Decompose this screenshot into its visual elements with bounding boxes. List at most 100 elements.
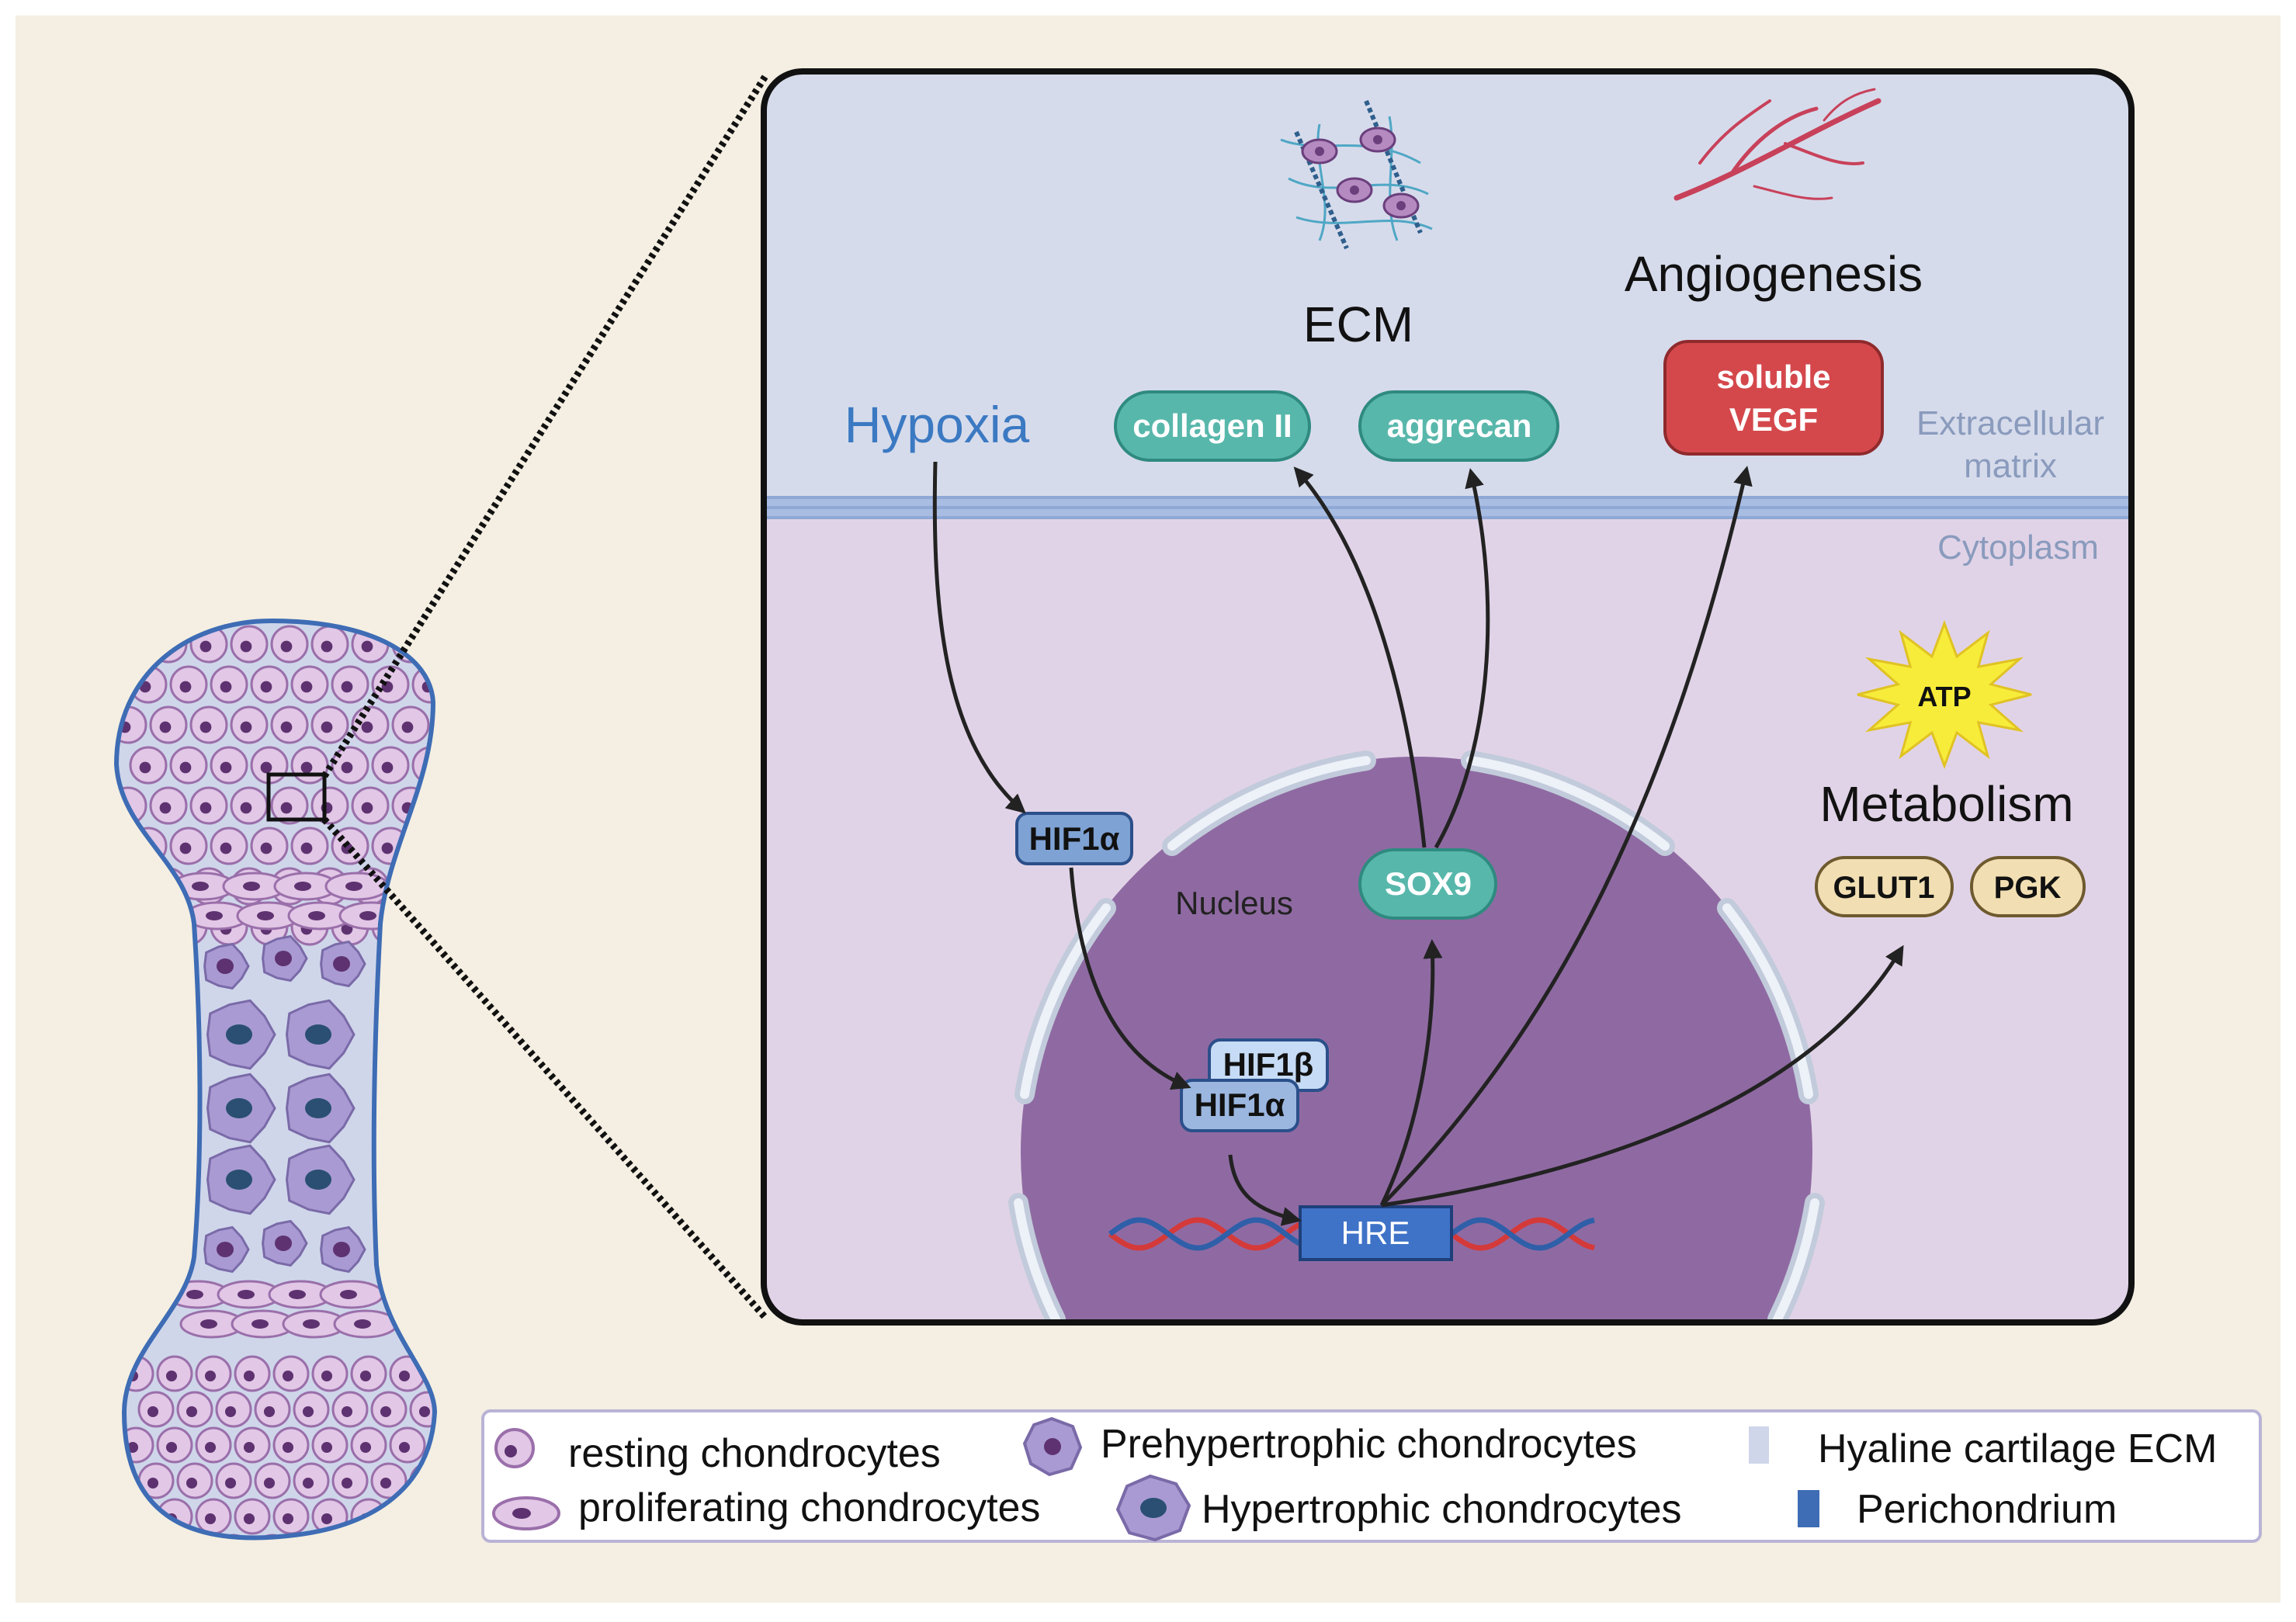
legend-perichondrium-label: Perichondrium: [1857, 1487, 2117, 1532]
hypertrophic-chondrocyte: [285, 999, 355, 1070]
resting-chondrocyte: [270, 705, 309, 744]
zoom-box: [266, 772, 327, 822]
resting-chondrocyte: [391, 705, 430, 744]
hypertrophic-chondrocyte: [285, 1073, 355, 1144]
resting-chondrocyte: [331, 665, 369, 704]
resting-chondrocyte: [195, 1498, 232, 1535]
arrow-sox9-aggrecan: [1434, 468, 1490, 849]
resting-chondrocyte: [254, 1391, 291, 1428]
arrow-hif1a-complex: [1069, 867, 1191, 1090]
hif1a-cytoplasm-node: HIF1α: [1015, 812, 1133, 865]
resting-chondrocyte: [234, 1498, 271, 1535]
hif1a-nucleus-label: HIF1α: [1195, 1087, 1285, 1123]
legend-resting-label: resting chondrocytes: [568, 1431, 941, 1476]
resting-chondrocyte: [156, 1426, 193, 1464]
resting-chondrocyte: [169, 665, 208, 704]
sox9-node: SOX9: [1358, 848, 1497, 920]
resting-chondrocyte: [149, 786, 188, 825]
legend-item-proliferating: proliferating chondrocytes: [492, 1485, 1040, 1530]
hyaline-ecm-swatch: [1749, 1426, 1769, 1464]
cytoplasm-label: Cytoplasm: [1937, 529, 2099, 567]
resting-chondrocyte: [311, 1355, 349, 1392]
hif1a-nucleus-node: HIF1α: [1180, 1079, 1299, 1132]
resting-chondrocyte: [129, 746, 168, 785]
resting-chondrocyte: [230, 625, 269, 664]
hypertrophic-chondrocyte: [285, 1144, 355, 1215]
atp-burst: ATP: [1857, 619, 2032, 770]
resting-chondrocyte: [230, 786, 269, 825]
metabolism-title: Metabolism: [1819, 776, 2073, 832]
arrow-hypoxia-hif1a: [932, 461, 1026, 814]
proliferating-chondrocyte: [319, 1280, 384, 1309]
legend-hyaline-label: Hyaline cartilage ECM: [1818, 1426, 2217, 1471]
resting-chondrocyte: [350, 1355, 387, 1392]
proliferating-chondrocyte: [222, 872, 287, 901]
resting-chondrocyte: [210, 827, 248, 865]
resting-chondrocyte: [350, 1426, 387, 1464]
legend: resting chondrocytes proliferating chond…: [481, 1409, 2262, 1543]
hre-node: HRE: [1299, 1205, 1453, 1261]
aggrecan-node: aggrecan: [1358, 390, 1559, 462]
hif1b-node: HIF1β: [1208, 1038, 1329, 1092]
proliferating-chondrocyte: [179, 1309, 245, 1339]
cell-panel: ECM Angiogenesis Hypoxia Extracellular m…: [761, 68, 2135, 1326]
resting-chondrocyte: [310, 786, 349, 825]
nucleus-label: Nucleus: [1175, 885, 1293, 921]
resting-chondrocyte: [210, 665, 248, 704]
legend-item-hyaline: Hyaline cartilage ECM: [1749, 1426, 2217, 1471]
hif1b-label: HIF1β: [1223, 1046, 1314, 1083]
hre-label: HRE: [1341, 1215, 1410, 1251]
legend-item-prehypertrophic: Prehypertrophic chondrocytes: [1022, 1416, 1637, 1477]
resting-chondrocyte: [250, 827, 289, 865]
hypertrophic-chondrocyte: [206, 1073, 276, 1144]
resting-chondrocyte: [290, 746, 329, 785]
resting-chondrocyte: [272, 1498, 310, 1535]
soluble-vegf-node: soluble VEGF: [1663, 340, 1884, 456]
glut1-node: GLUT1: [1815, 856, 1954, 917]
pathway-arrows: [932, 461, 1904, 1226]
pgk-label: PGK: [1994, 871, 2062, 905]
resting-chondrocyte: [272, 1355, 310, 1392]
resting-chondrocyte: [215, 1391, 252, 1428]
arrow-hre-metabolism: [1381, 944, 1904, 1208]
resting-chondrocyte: [351, 705, 390, 744]
prehypertrophic-chondrocyte: [320, 1225, 366, 1274]
prehypertrophic-chondrocyte: [320, 940, 366, 988]
glut1-label: GLUT1: [1833, 871, 1934, 905]
pgk-node: PGK: [1970, 856, 2086, 917]
legend-item-resting: resting chondrocytes: [494, 1428, 941, 1476]
proliferating-chondrocyte: [273, 872, 338, 901]
hif1a-cytoplasm-label: HIF1α: [1029, 820, 1120, 857]
prehypertrophic-chondrocyte: [203, 942, 250, 990]
resting-chondrocyte: [254, 1462, 291, 1499]
resting-chondrocyte: [176, 1462, 213, 1499]
hypertrophic-chondrocyte: [206, 999, 276, 1070]
blood-vessel-icon: [1673, 88, 1882, 201]
resting-chondrocyte: [311, 1426, 349, 1464]
aggrecan-label: aggrecan: [1387, 407, 1532, 444]
perichondrium-outline: [113, 618, 438, 1541]
resting-chondrocyte: [409, 1391, 435, 1428]
resting-chondrocyte: [234, 1355, 271, 1392]
nucleus: [1021, 757, 1812, 1322]
arrow-hre-sox9: [1379, 939, 1443, 1207]
resting-chondrocyte: [189, 786, 228, 825]
extracellular-label-matrix: matrix: [1964, 447, 2057, 485]
collagen-ii-node: collagen II: [1114, 390, 1311, 462]
resting-chondrocyte: [210, 746, 248, 785]
hypoxia-label: Hypoxia: [845, 396, 1030, 453]
resting-chondrocyte: [215, 1462, 252, 1499]
proliferating-chondrocyte: [333, 1309, 398, 1339]
resting-chondrocyte: [370, 1391, 408, 1428]
resting-chondrocyte: [137, 1391, 175, 1428]
arrow-complex-hre: [1228, 1154, 1302, 1226]
legend-item-perichondrium: Perichondrium: [1798, 1487, 2117, 1532]
resting-chondrocyte: [169, 746, 208, 785]
resting-chondrocyte: [149, 705, 188, 744]
legend-item-hypertrophic: Hypertrophic chondrocytes: [1115, 1474, 1682, 1542]
proliferating-chondrocyte: [282, 1309, 347, 1339]
resting-chondrocyte: [234, 1426, 271, 1464]
resting-chondrocyte: [351, 786, 390, 825]
